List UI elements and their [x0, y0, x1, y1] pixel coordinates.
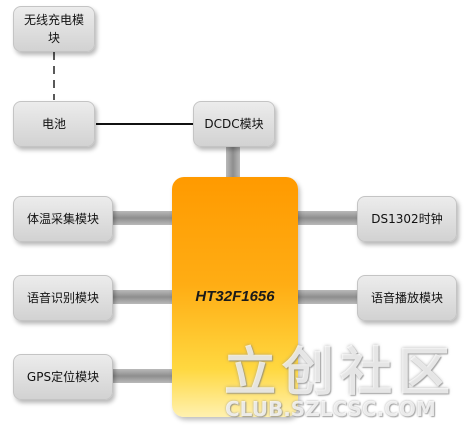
mcu-block: HT32F1656 — [172, 177, 298, 417]
watermark-url: CLUB.SZLCSC.COM — [225, 397, 436, 421]
audio-playback-label: 语音播放模块 — [370, 291, 443, 305]
gps-label: GPS定位模块 — [26, 370, 100, 384]
dcdc-label: DCDC模块 — [204, 117, 264, 131]
body-temp-module: 体温采集模块 — [13, 196, 113, 242]
mcu-to-audio-playback-connector — [297, 290, 357, 304]
speech-recognition-label: 语音识别模块 — [26, 291, 99, 305]
wireless-charging-module: 无线充电模块 — [13, 6, 95, 52]
watermark-brand: 立创社区 — [224, 343, 457, 403]
gps-module: GPS定位模块 — [13, 354, 113, 400]
dcdc-module: DCDC模块 — [193, 101, 275, 147]
speech-recognition-to-mcu-connector — [113, 290, 173, 304]
dcdc-to-mcu-connector — [226, 147, 240, 178]
wireless-charging-label: 无线充电模块 — [23, 13, 84, 45]
body-temp-label: 体温采集模块 — [26, 212, 99, 226]
mcu-to-rtc-connector — [297, 211, 357, 225]
battery-module: 电池 — [13, 101, 95, 147]
body-temp-to-mcu-connector — [113, 211, 173, 225]
rtc-label: DS1302时钟 — [371, 212, 443, 226]
audio-playback-module: 语音播放模块 — [357, 275, 457, 321]
battery-label: 电池 — [41, 117, 66, 131]
gps-to-mcu-connector — [113, 369, 173, 383]
mcu-label: HT32F1656 — [195, 288, 275, 305]
speech-recognition-module: 语音识别模块 — [13, 275, 113, 321]
rtc-module: DS1302时钟 — [357, 196, 457, 242]
